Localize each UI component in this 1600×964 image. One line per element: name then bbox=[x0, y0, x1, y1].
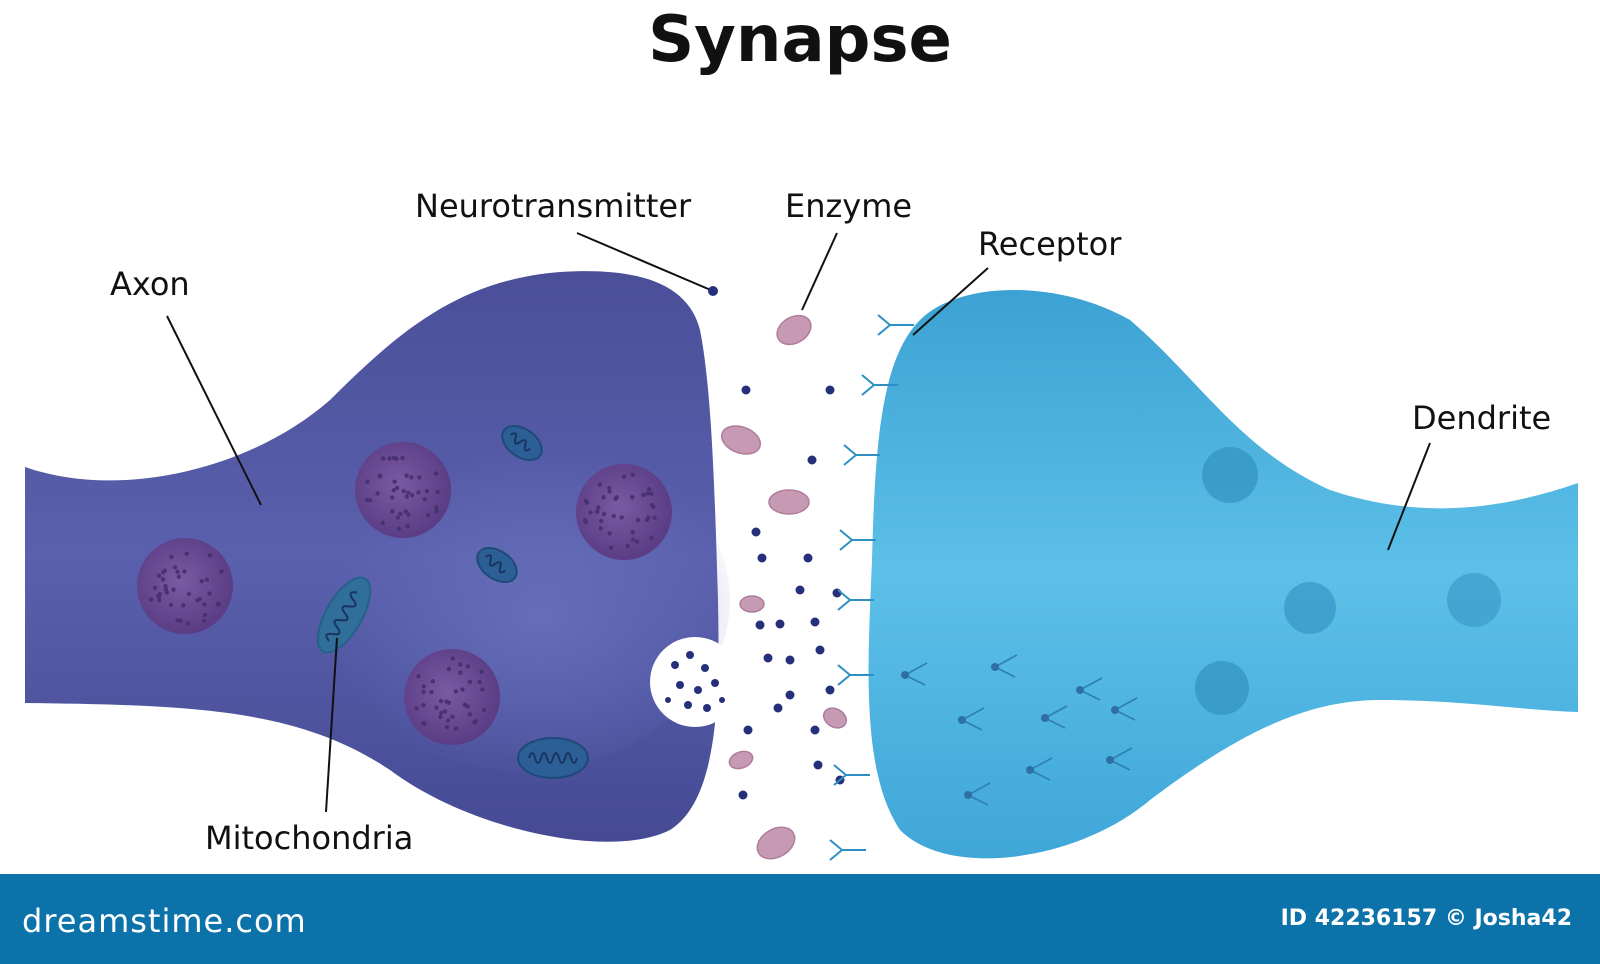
dendrite-organelle bbox=[1195, 661, 1249, 715]
dendrite-organelle bbox=[1202, 447, 1258, 503]
label-axon: Axon bbox=[110, 265, 190, 303]
vesicle-neurotransmitter-dots bbox=[148, 455, 657, 731]
neurotransmitter-molecules bbox=[738, 385, 845, 800]
mitochondria bbox=[316, 424, 589, 779]
label-dendrite: Dendrite bbox=[1412, 399, 1552, 437]
receptors bbox=[829, 314, 914, 861]
label-mitochondria: Mitochondria bbox=[205, 819, 414, 857]
dendrite-organelle bbox=[1284, 582, 1336, 634]
footer-image-id: ID 42236157 © Josha42 bbox=[1280, 906, 1572, 931]
footer-brand[interactable]: dreamstime.com bbox=[22, 902, 307, 940]
fusing-vesicle bbox=[650, 637, 740, 727]
leader-lines bbox=[166, 232, 1431, 813]
label-receptor: Receptor bbox=[978, 225, 1122, 263]
page-title: Synapse bbox=[648, 3, 952, 77]
dendrite-inner-structures bbox=[901, 654, 1138, 806]
fusing-vesicle-dots bbox=[665, 651, 725, 712]
footer-bar: dreamstime.com ID 42236157 © Josha42 bbox=[0, 874, 1600, 964]
label-enzyme: Enzyme bbox=[785, 187, 913, 225]
neurotransmitter-pointer bbox=[708, 286, 718, 296]
enzymes bbox=[720, 314, 848, 860]
dendrite-organelle bbox=[1447, 573, 1501, 627]
label-neurotransmitter: Neurotransmitter bbox=[415, 187, 692, 225]
